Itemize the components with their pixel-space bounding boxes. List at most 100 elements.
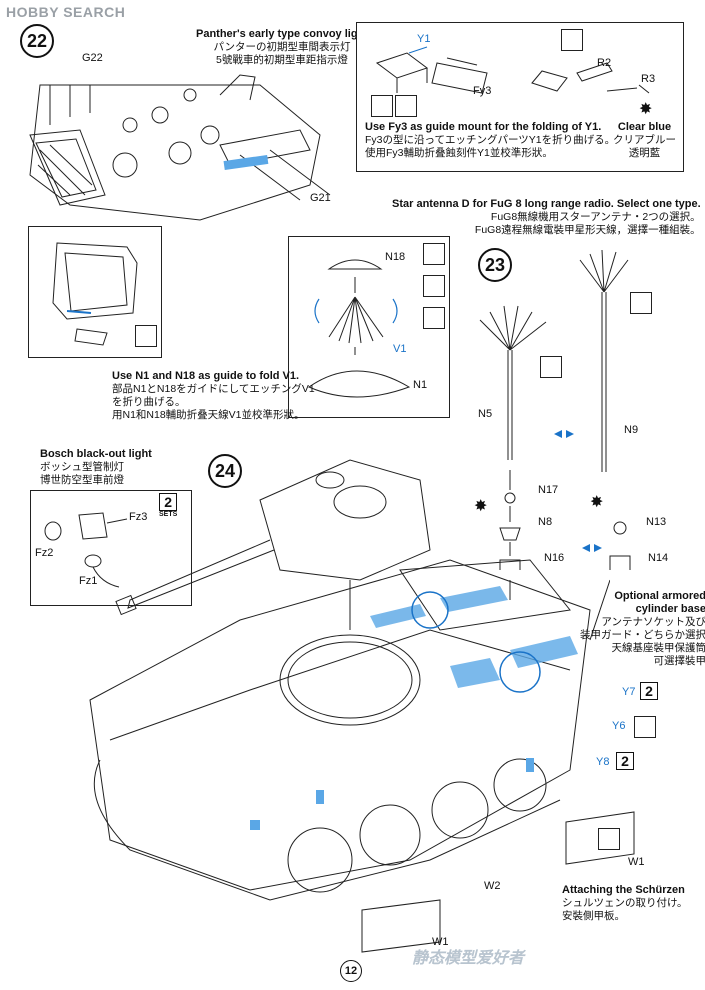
sets-label: SETS (159, 511, 178, 518)
convoy-light-parts-drawing (375, 46, 650, 94)
v1-fold-jp1: 部品N1とN18をガイドにしてエッチングV1 (112, 383, 315, 395)
star-antenna-caption: Star antenna D for FuG 8 long range radi… (392, 198, 701, 237)
glue-icon (630, 292, 652, 314)
part-fy3-label: Fy3 (473, 85, 492, 97)
part-y7-label: Y7 (622, 686, 636, 698)
armored-base-en1: Optional armored (614, 590, 705, 602)
armored-base-jp1: アンテナソケット及び (601, 616, 705, 628)
y7-count: 2 (640, 682, 658, 700)
convoy-light-caption: Panther's early type convoy light パンターの初… (196, 28, 368, 67)
antenna-fold-guide-box: N18 V1 N1 (288, 236, 450, 418)
clear-blue-cn: 透明藍 (628, 147, 661, 159)
sets-count: 2 (159, 493, 178, 511)
part-g21-label: G21 (310, 192, 331, 204)
bosch-light-caption: Bosch black-out light ボッシュ型管制灯 博世防空型車前燈 (40, 448, 152, 487)
sets-badge: 2 SETS (159, 493, 177, 518)
part-r3-label: R3 (641, 73, 656, 85)
part-y6-label: Y6 (612, 720, 626, 732)
panther-tank-drawing (89, 459, 610, 901)
paint-splash-icon: ✸ (590, 494, 604, 511)
glue-icon (598, 828, 620, 850)
armored-base-jp2: 装甲ガード・どちらか選択 (580, 629, 705, 641)
bend-tool-icon (371, 95, 393, 117)
v1-fold-jp2: を折り曲げる。 (112, 396, 186, 408)
step-24-badge: 24 (208, 454, 242, 488)
clear-blue-jp: クリアブルー (613, 134, 676, 146)
schurzen-jp: シュルツェンの取り付け。 (562, 897, 688, 909)
glue-icon (561, 29, 583, 51)
rear-light-drawing (52, 242, 138, 346)
part-n14-label: N14 (648, 552, 669, 564)
page-number-text: 12 (344, 965, 358, 977)
fy3-fold-en: Use Fy3 as guide mount for the folding o… (365, 121, 602, 133)
step-24-number: 24 (214, 460, 236, 481)
part-fz3-label: Fz3 (129, 511, 148, 523)
clear-blue-caption: Clear blue クリアブルー 透明藍 (613, 121, 676, 160)
glue-icon (135, 325, 157, 347)
part-n8-label: N8 (538, 516, 553, 528)
clear-blue-en: Clear blue (617, 121, 672, 133)
part-n18-label: N18 (385, 251, 406, 263)
forum-watermark: 静态模型爱好者 (412, 950, 525, 967)
schurzen-panel-right (565, 811, 635, 865)
part-w1-right-label: W1 (628, 856, 645, 868)
star-antenna-title-jp: FuG8無線機用スターアンテナ・2つの選択。 (490, 211, 701, 223)
page-number: 12 (340, 960, 362, 982)
convoy-light-title-cn: 5號戰車的初期型車距指示燈 (216, 54, 348, 66)
y8-count-badge: 2 (616, 752, 634, 770)
schurzen-cn: 安裝側甲板。 (562, 910, 625, 922)
antenna-assembly-drawing (479, 249, 631, 570)
armored-base-cn2: 可選擇裝甲 (653, 655, 705, 667)
align-icon (423, 275, 445, 297)
bosch-light-cn: 博世防空型車前燈 (40, 474, 124, 486)
part-g22-label: G22 (82, 52, 103, 64)
part-w1-left-label: W1 (432, 936, 449, 948)
y7-count-badge: 2 (640, 682, 658, 700)
part-n13-label: N13 (646, 516, 667, 528)
bosch-light-detail-box: Fz3 Fz2 Fz1 2 SETS (30, 490, 192, 606)
part-n16-label: N16 (544, 552, 565, 564)
antenna-fold-drawing (307, 259, 411, 398)
part-n17-label: N17 (538, 484, 559, 496)
schurzen-caption: Attaching the Schürzen シュルツェンの取り付け。 安裝側甲… (562, 884, 687, 923)
part-w2-label: W2 (484, 880, 501, 892)
step-22-badge: 22 (20, 24, 54, 58)
rear-light-detail-box (28, 226, 162, 358)
fy3-fold-cn: 使用Fy3輔助折叠蝕刻件Y1並校準形狀。 (365, 147, 553, 159)
bosch-light-en: Bosch black-out light (40, 448, 152, 460)
schurzen-en: Attaching the Schürzen (562, 884, 685, 896)
star-antenna-title-cn: FuG8遠程無線電裝甲星形天線，選擇一種組裝。 (474, 224, 701, 236)
part-r2-label: R2 (597, 57, 612, 69)
armored-base-en2: cylinder base (635, 603, 705, 615)
v1-fold-caption: Use N1 and N18 as guide to fold V1. 部品N1… (112, 370, 315, 422)
step-23-badge: 23 (478, 248, 512, 282)
glue-icon (634, 716, 656, 738)
part-fz1-label: Fz1 (79, 575, 98, 587)
part-fz2-label: Fz2 (35, 547, 54, 559)
schurzen-panel-left (361, 899, 441, 953)
part-n1-label: N1 (413, 379, 428, 391)
warning-icon (423, 243, 445, 265)
step-22-number: 22 (26, 30, 48, 51)
part-n5-label: N5 (478, 408, 493, 420)
paint-splash-icon: ✸ (474, 498, 488, 515)
bosch-light-drawing (44, 512, 128, 588)
convoy-light-title-jp: パンターの初期型車間表示灯 (213, 41, 351, 53)
v1-fold-en: Use N1 and N18 as guide to fold V1. (112, 370, 300, 382)
armored-base-caption: Optional armored cylinder base アンテナソケット及… (580, 590, 705, 668)
hobbysearch-watermark: HOBBY SEARCH (6, 4, 126, 20)
cut-cross-icon (423, 307, 445, 329)
part-n9-label: N9 (624, 424, 639, 436)
step22-hull-rear-drawing (29, 74, 331, 221)
convoy-light-title-en: Panther's early type convoy light (196, 28, 368, 40)
part-y1-label: Y1 (417, 33, 431, 45)
fy3-fold-caption: Use Fy3 as guide mount for the folding o… (365, 121, 615, 160)
fy3-fold-jp: Fy3の型に沿ってエッチングパーツY1を折り曲げる。 (365, 134, 616, 146)
paint-splash-icon: ✸ (639, 101, 653, 118)
convoy-light-detail-box: Y1 Fy3 R2 R3 ✸ Use Fy3 as guide mount fo… (356, 22, 684, 172)
v1-fold-cn: 用N1和N18輔助折叠天線V1並校準形狀。 (112, 409, 305, 421)
armored-base-cn1: 天線基座裝甲保護筒 (611, 642, 705, 654)
cut-cross-icon (395, 95, 417, 117)
bosch-light-jp: ボッシュ型管制灯 (40, 461, 124, 473)
part-y8-label: Y8 (596, 756, 610, 768)
